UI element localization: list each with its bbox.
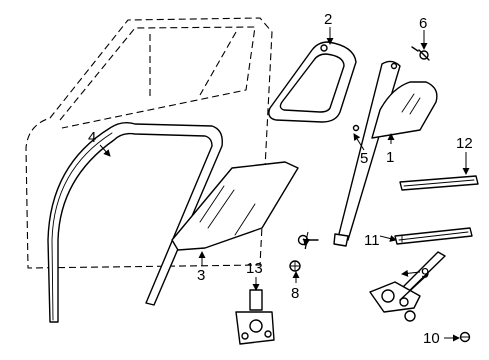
- callout-4: 4: [88, 129, 96, 146]
- callout-7: 7: [302, 236, 310, 253]
- window-glass-fixed-part: [371, 81, 438, 139]
- bolt-regulator-part: [289, 260, 301, 272]
- callout-9: 9: [421, 265, 429, 282]
- screw-upper-part: [411, 46, 430, 61]
- callout-2: 2: [324, 11, 332, 28]
- window-regulator-part: [369, 251, 446, 322]
- nut-part: [459, 331, 471, 343]
- leader-lines: [99, 27, 470, 342]
- regulator-motor-part: [235, 289, 275, 345]
- callout-3: 3: [197, 267, 205, 284]
- callout-8: 8: [291, 285, 299, 302]
- callout-10: 10: [423, 330, 440, 347]
- callout-5: 5: [360, 150, 368, 167]
- callout-labels: 1 2 3 4 5 6 7 8 9 10 11 12 13: [88, 11, 473, 347]
- callout-11: 11: [364, 232, 380, 249]
- belt-weatherstrip-outer-part: [399, 175, 479, 191]
- callout-13: 13: [246, 260, 263, 277]
- callout-12: 12: [456, 135, 473, 152]
- door-glass-part: [171, 161, 299, 251]
- glass-channel-frame-part: [268, 41, 357, 123]
- door-outline: [25, 17, 273, 269]
- callout-1: 1: [386, 149, 394, 166]
- belt-weatherstrip-inner-part: [394, 227, 473, 245]
- callout-6: 6: [419, 15, 427, 32]
